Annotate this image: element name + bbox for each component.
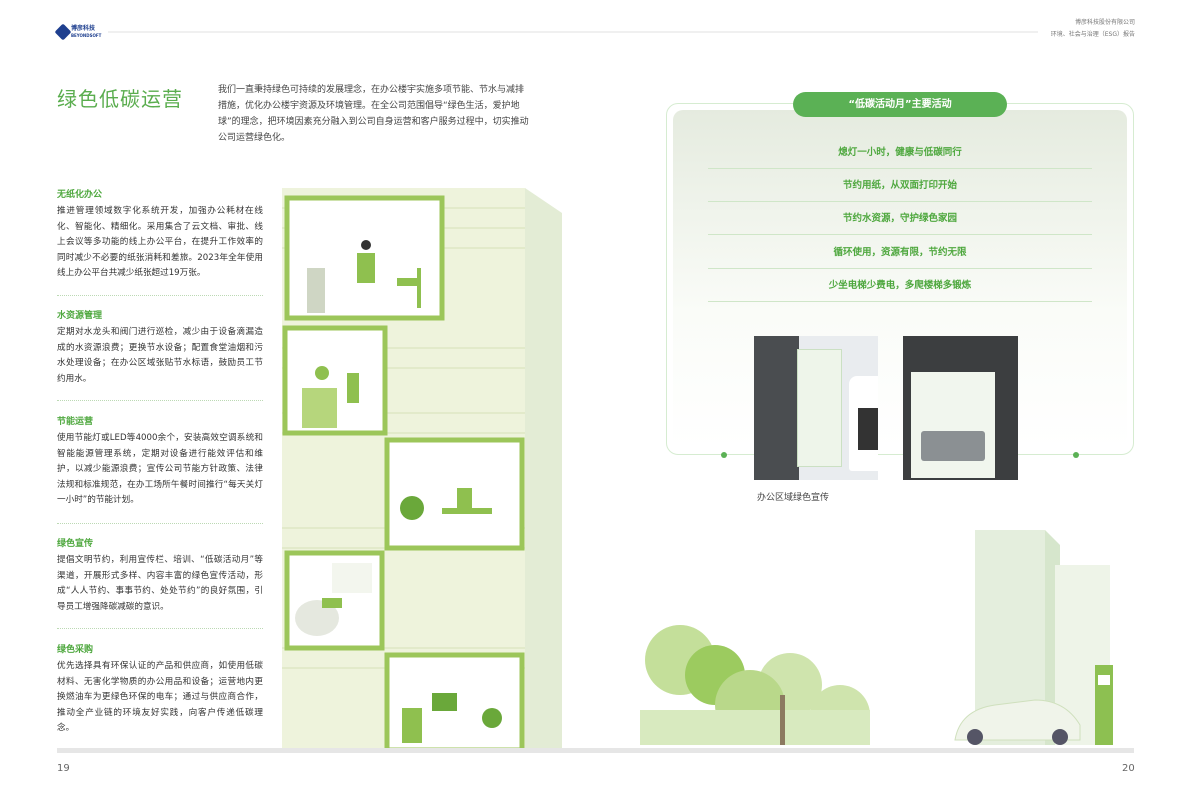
photo-banner-robot <box>754 336 878 480</box>
company-name: 博彦科技股份有限公司 <box>1074 19 1135 26</box>
section-text: 定期对水龙头和阀门进行巡检，减少由于设备滴漏造成的水资源浪费；更换节水设备；配置… <box>57 327 263 384</box>
section-text: 推进管理领域数字化系统开发，加强办公耗材在线化、智能化、精细化。采用集合了云文档… <box>57 206 263 279</box>
activity-item: 少坐电梯少费电，多爬楼梯多锻炼 <box>708 269 1092 302</box>
section-heading: 节能运营 <box>57 417 94 427</box>
logo-sub: BEYONDSOFT <box>71 33 102 38</box>
header-right: 博彦科技股份有限公司环境、社会与治理（ESG）报告 <box>1051 17 1135 41</box>
section-procurement: 绿色采购优先选择具有环保认证的产品和供应商，如使用低碳材料、无害化学物质的办公用… <box>57 642 263 737</box>
divider <box>57 295 263 296</box>
activity-item: 循环使用，资源有限，节约无限 <box>708 236 1092 269</box>
decor-dot <box>1073 452 1079 458</box>
page-number-left: 19 <box>57 763 70 774</box>
divider <box>57 523 263 524</box>
section-paperless: 无纸化办公推进管理领域数字化系统开发，加强办公耗材在线化、智能化、精细化。采用集… <box>57 187 263 282</box>
photo-printer-poster <box>903 336 1018 480</box>
section-promotion: 绿色宣传提倡文明节约，利用宣传栏、培训、“低碳活动月”等渠道，开展形式多样、内容… <box>57 536 263 615</box>
section-water: 水资源管理定期对水龙头和阀门进行巡检，减少由于设备滴漏造成的水资源浪费；更换节水… <box>57 308 263 387</box>
logo-text: 博彦科技 <box>71 25 96 32</box>
decor-dot <box>721 452 727 458</box>
section-text: 提倡文明节约，利用宣传栏、培训、“低碳活动月”等渠道，开展形式多样、内容丰富的绿… <box>57 555 263 612</box>
green-building-illustration <box>282 188 562 750</box>
activity-item: 节约水资源，守护绿色家园 <box>708 202 1092 235</box>
landscape-illustration <box>640 530 1113 745</box>
section-heading: 绿色采购 <box>57 645 94 655</box>
section-text: 使用节能灯或LED等4000余个，安装高效空调系统和智能能源管理系统，定期对设备… <box>57 433 263 506</box>
footer-band <box>57 748 1134 753</box>
activities-title: “低碳活动月”主要活动 <box>793 92 1007 117</box>
section-heading: 水资源管理 <box>57 311 103 321</box>
header-divider <box>108 31 1038 33</box>
activity-item: 熄灯一小时，健康与低碳同行 <box>708 136 1092 169</box>
section-heading: 无纸化办公 <box>57 190 103 200</box>
section-text: 优先选择具有环保认证的产品和供应商，如使用低碳材料、无害化学物质的办公用品和设备… <box>57 661 263 734</box>
divider <box>57 628 263 629</box>
section-heading: 绿色宣传 <box>57 539 94 549</box>
page-title: 绿色低碳运营 <box>57 87 183 111</box>
activities-panel-inner <box>673 110 1127 448</box>
activity-item: 节约用纸，从双面打印开始 <box>708 169 1092 202</box>
intro-paragraph: 我们一直秉持绿色可持续的发展理念，在办公楼宇实施多项节能、节水与减排措施，优化办… <box>218 85 529 143</box>
logo-mark-icon <box>54 23 72 41</box>
divider <box>57 400 263 401</box>
report-name: 环境、社会与治理（ESG）报告 <box>1050 31 1135 38</box>
section-energy: 节能运营使用节能灯或LED等4000余个，安装高效空调系统和智能能源管理系统，定… <box>57 414 263 509</box>
page-number-right: 20 <box>1122 763 1135 774</box>
photo-caption: 办公区域绿色宣传 <box>757 493 830 503</box>
